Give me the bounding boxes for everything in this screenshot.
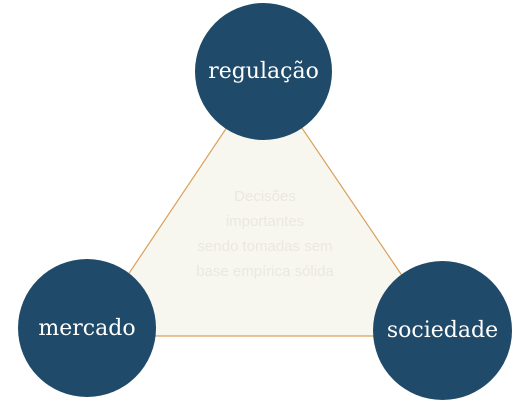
caption-line-4: base empírica sólida: [196, 263, 334, 280]
node-mercado-label: mercado: [38, 315, 136, 341]
central-caption: Decisões importantes sendo tomadas sem b…: [160, 184, 370, 284]
node-sociedade: sociedade: [373, 261, 512, 400]
node-regulacao: regulação: [195, 3, 332, 140]
node-mercado: mercado: [18, 259, 156, 397]
caption-line-1: Decisões: [234, 188, 296, 205]
caption-line-3: sendo tomadas sem: [197, 238, 333, 255]
node-regulacao-label: regulação: [208, 59, 319, 84]
central-triangle: [85, 70, 445, 337]
node-sociedade-label: sociedade: [386, 318, 499, 343]
caption-line-2: importantes: [225, 213, 305, 230]
